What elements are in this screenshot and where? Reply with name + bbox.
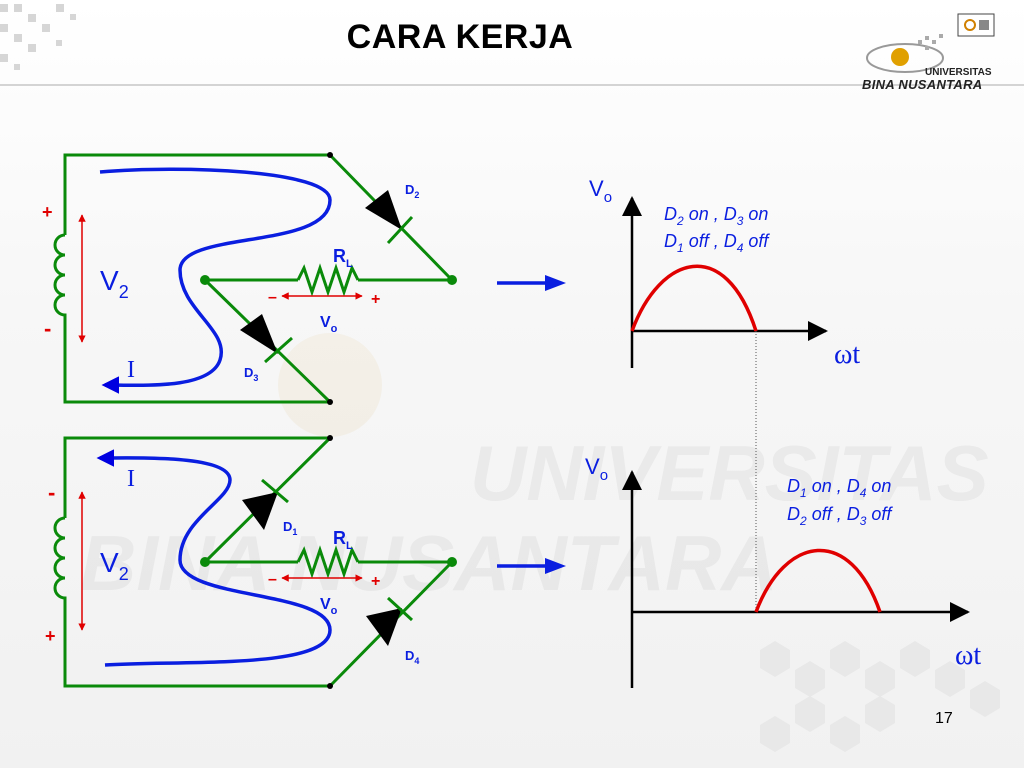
top-graph: [622, 196, 828, 368]
top-rl-label: RL: [333, 246, 353, 270]
top-rl-minus: –: [268, 289, 277, 306]
top-circuit: [53, 152, 457, 405]
bottom-d1-label: D1: [283, 519, 297, 537]
top-diode-d2: [365, 190, 402, 230]
logo-line2: BINA NUSANTARA: [862, 77, 983, 92]
bottom-resistor: [296, 545, 360, 579]
bottom-graph: [622, 470, 970, 688]
bottom-v2-label: V2: [100, 547, 129, 584]
bottom-current-label: I: [127, 466, 135, 492]
top-graph-half-wave: [630, 264, 758, 332]
transfer-arrows: [497, 275, 566, 574]
header-pattern: [0, 4, 76, 70]
bottom-rl-minus: –: [268, 571, 277, 588]
top-rl-plus: +: [371, 291, 380, 308]
university-logo-icon: [866, 13, 995, 73]
top-plus-label: +: [42, 202, 53, 222]
bottom-graph-state-line1: D1 on , D4 on: [787, 476, 891, 500]
bottom-d4-label: D4: [405, 648, 419, 666]
top-vo-label: Vo: [320, 314, 338, 335]
top-minus-label: -: [44, 316, 51, 341]
page-number: 17: [935, 710, 953, 727]
top-d2-label: D2: [405, 182, 419, 200]
top-current-label: I: [127, 357, 135, 383]
top-v2-label: V2: [100, 265, 129, 302]
top-circuit-wires: [63, 153, 454, 404]
bottom-current-path: [96, 449, 332, 667]
bottom-graph-half-wave: [754, 548, 882, 613]
bottom-graph-x-label: ωt: [955, 640, 981, 671]
top-d3-label: D3: [244, 365, 258, 383]
watermark-line1: UNIVERSITAS: [470, 429, 989, 517]
page-title: CARA KERJA: [346, 18, 574, 56]
bottom-inductor: [53, 516, 67, 603]
bottom-minus-label: -: [48, 480, 55, 505]
bottom-rl-plus: +: [371, 573, 380, 590]
logo-line1: UNIVERSITAS: [925, 67, 992, 78]
bottom-graph-y-label: Vo: [585, 454, 608, 484]
bottom-plus-label: +: [45, 626, 56, 646]
bottom-vo-label: Vo: [320, 596, 338, 617]
bottom-diode-d1: [242, 492, 278, 530]
top-resistor: [296, 263, 360, 297]
bottom-rl-label: RL: [333, 528, 353, 552]
header-divider: [0, 84, 1024, 86]
hex-pattern: [760, 641, 1000, 752]
top-graph-state-line1: D2 on , D3 on: [664, 204, 768, 228]
top-diode-d3: [240, 314, 278, 354]
bottom-circuit: [53, 435, 457, 689]
top-inductor: [53, 233, 67, 320]
top-graph-y-label: Vo: [589, 176, 612, 206]
bottom-graph-state-line2: D2 off , D3 off: [787, 504, 893, 528]
top-current-path: [99, 167, 332, 394]
top-graph-x-label: ωt: [834, 339, 860, 370]
bottom-diode-d4: [366, 608, 402, 646]
top-graph-state-line2: D1 off , D4 off: [664, 231, 770, 255]
